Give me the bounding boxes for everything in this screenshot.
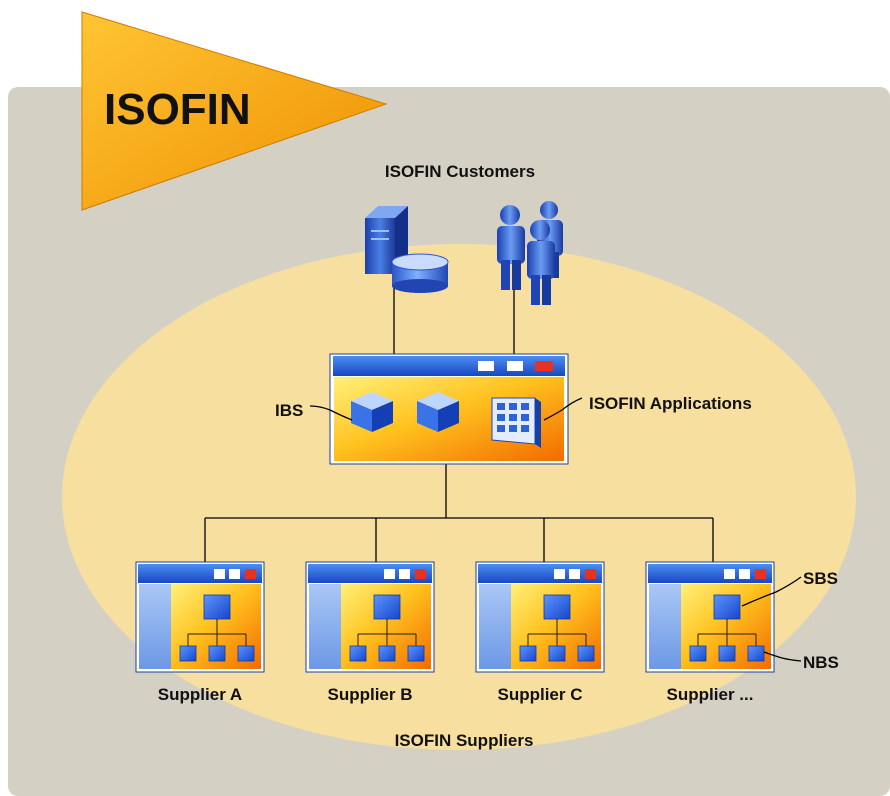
supplier-name-label: Supplier B [327, 685, 412, 704]
nbs-label: NBS [803, 653, 839, 672]
isofin-ecosystem-ellipse [62, 244, 856, 750]
supplier-name-label: Supplier C [497, 685, 582, 704]
hierarchy-tree-icon [179, 594, 255, 662]
hierarchy-tree-icon [349, 594, 425, 662]
sbs-leader-line [741, 576, 802, 607]
ibs-cube-icon [351, 392, 393, 432]
nbs-leader-line [763, 651, 802, 662]
ibs-label: IBS [275, 401, 303, 420]
supplier-window-2: Supplier B [305, 561, 435, 704]
applications-label: ISOFIN Applications [589, 394, 752, 413]
customers-label: ISOFIN Customers [385, 162, 535, 181]
applications-leader-line [543, 397, 583, 421]
hierarchy-tree-icon [689, 594, 765, 662]
suppliers-group: Supplier A Supplier B Supplier C Supplier .… [135, 561, 775, 704]
application-grid-icon [491, 397, 541, 448]
server-database-icon [365, 206, 449, 293]
users-icon [497, 201, 563, 305]
ibs-leader-line [309, 405, 353, 421]
supplier-window-1: Supplier A [135, 561, 265, 704]
isofin-applications-window [329, 353, 569, 465]
supplier-name-label: Supplier A [158, 685, 242, 704]
banner-title: ISOFIN [104, 85, 251, 134]
cube-icon [417, 392, 459, 432]
suppliers-label: ISOFIN Suppliers [395, 731, 534, 750]
supplier-name-label: Supplier ... [667, 685, 754, 704]
supplier-window-3: Supplier C [475, 561, 605, 704]
supplier-window-4: Supplier ... [645, 561, 775, 704]
hierarchy-tree-icon [519, 594, 595, 662]
isofin-banner: ISOFIN [81, 11, 388, 211]
sbs-label: SBS [803, 569, 838, 588]
